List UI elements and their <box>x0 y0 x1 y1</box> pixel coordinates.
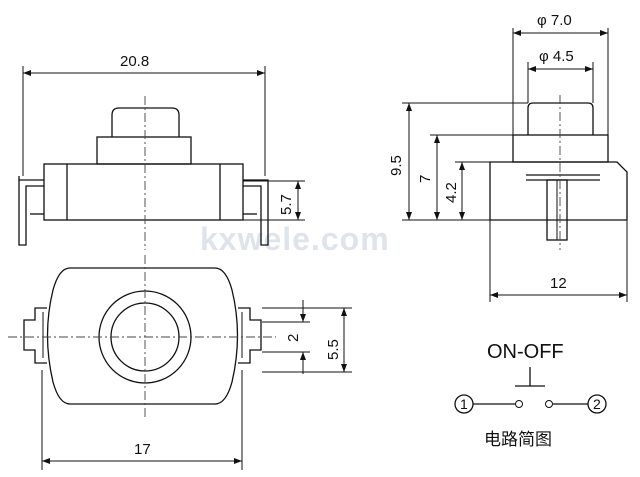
schematic: ON-OFF 1 2 电路简图 <box>454 341 607 450</box>
pin1-marker <box>454 394 474 414</box>
front-view: 20.8 5.7 <box>18 53 305 250</box>
pin2-label: 2 <box>593 396 601 412</box>
pin2-marker <box>587 394 607 414</box>
dim-bottom-width: 17 <box>134 441 151 458</box>
dim-total-height: 9.5 <box>388 155 405 176</box>
dim-inner-spacing: 2 <box>285 334 302 342</box>
dim-mid-height: 7 <box>417 175 434 183</box>
watermark: kxwele.com <box>200 221 390 257</box>
dim-body-height: 5.7 <box>278 194 295 215</box>
dim-inner-diameter: φ 4.5 <box>539 48 574 65</box>
dim-outer-spacing: 5.5 <box>325 339 342 360</box>
dim-side-width: 12 <box>550 275 567 292</box>
pin1-label: 1 <box>460 396 468 412</box>
dim-top-width: 20.8 <box>120 53 149 70</box>
dim-body-h: 4.2 <box>443 182 460 203</box>
bottom-view: 17 2 5.5 <box>8 255 352 470</box>
schematic-caption: 电路简图 <box>484 430 552 450</box>
side-view: φ 7.0 φ 4.5 9.5 7 4.2 12 <box>388 12 628 302</box>
dim-outer-diameter: φ 7.0 <box>537 12 572 29</box>
schematic-label: ON-OFF <box>487 341 564 363</box>
